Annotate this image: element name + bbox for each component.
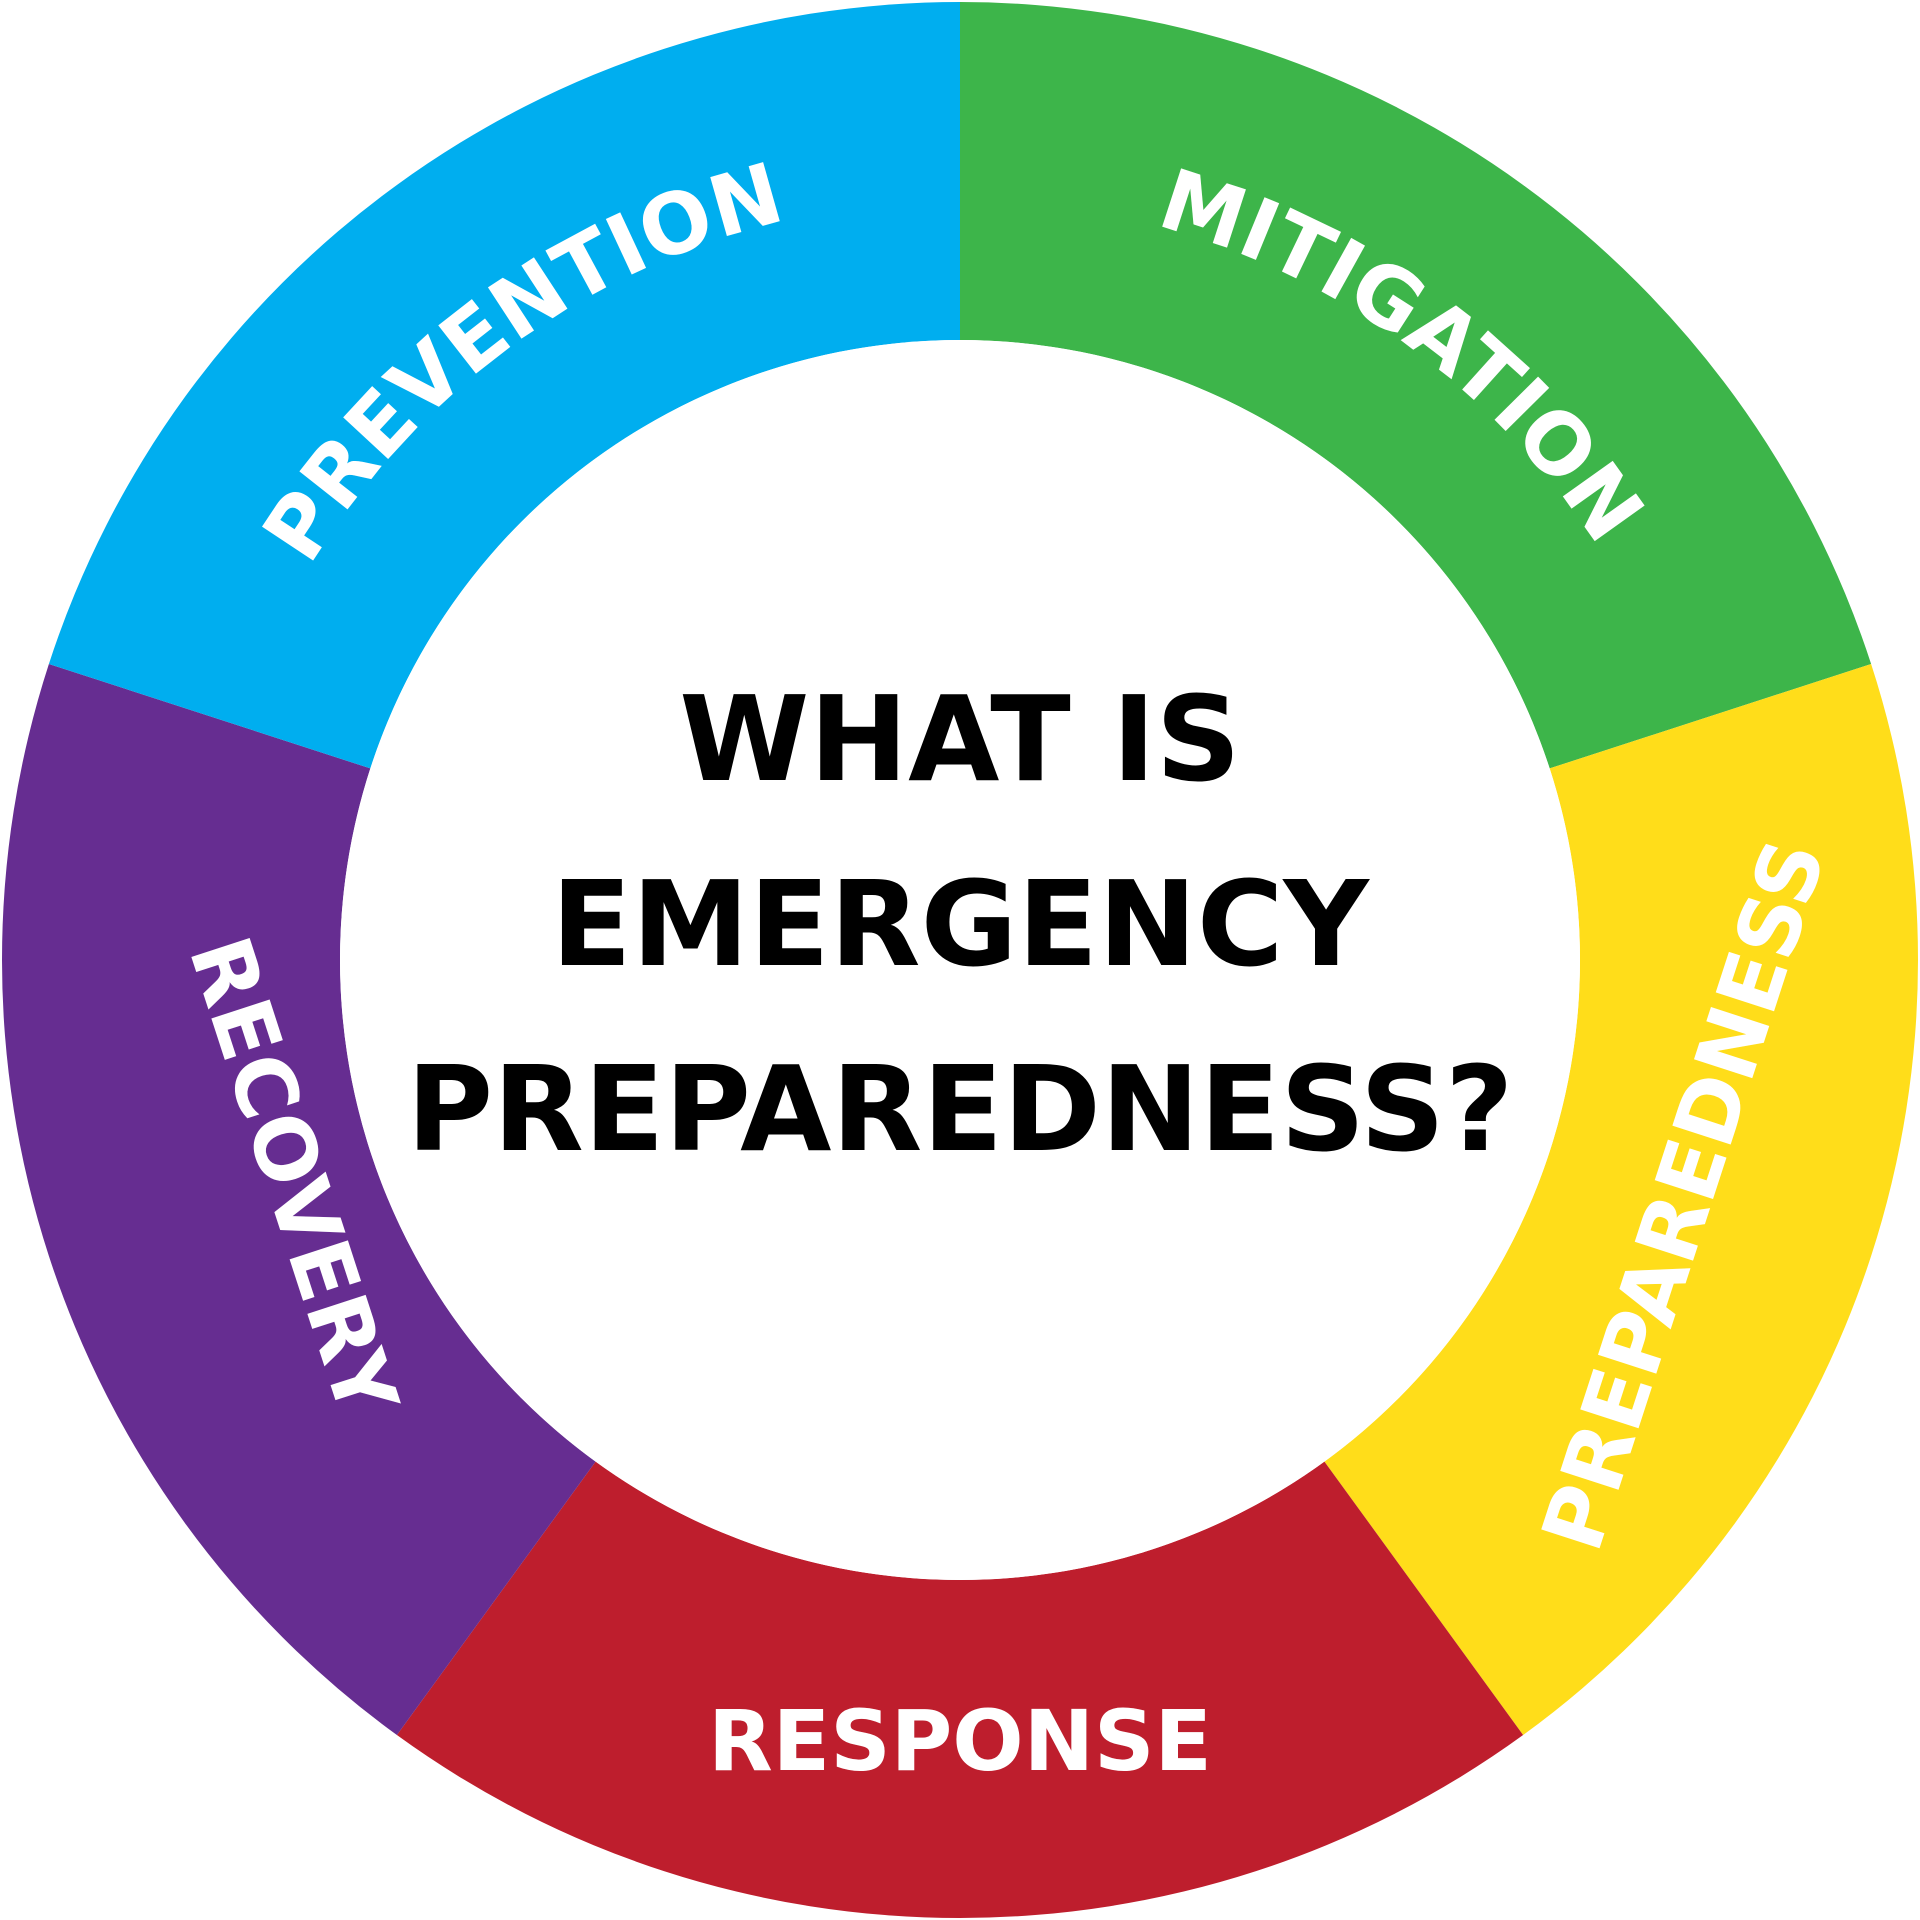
center-line-2: EMERGENCY [551, 855, 1370, 993]
segment-preparedness [1324, 663, 1919, 1736]
label-response: RESPONSE [708, 1692, 1212, 1790]
segment-recovery [2, 663, 596, 1736]
center-line-1: WHAT IS [679, 670, 1241, 808]
center-circle [340, 340, 1580, 1580]
segment-mitigation [960, 2, 1872, 769]
segment-response [396, 1461, 1524, 1919]
segment-prevention [48, 2, 960, 769]
center-line-3: PREPAREDNESS? [407, 1040, 1514, 1178]
center-question: WHAT IS EMERGENCY PREPAREDNESS? [407, 670, 1514, 1178]
